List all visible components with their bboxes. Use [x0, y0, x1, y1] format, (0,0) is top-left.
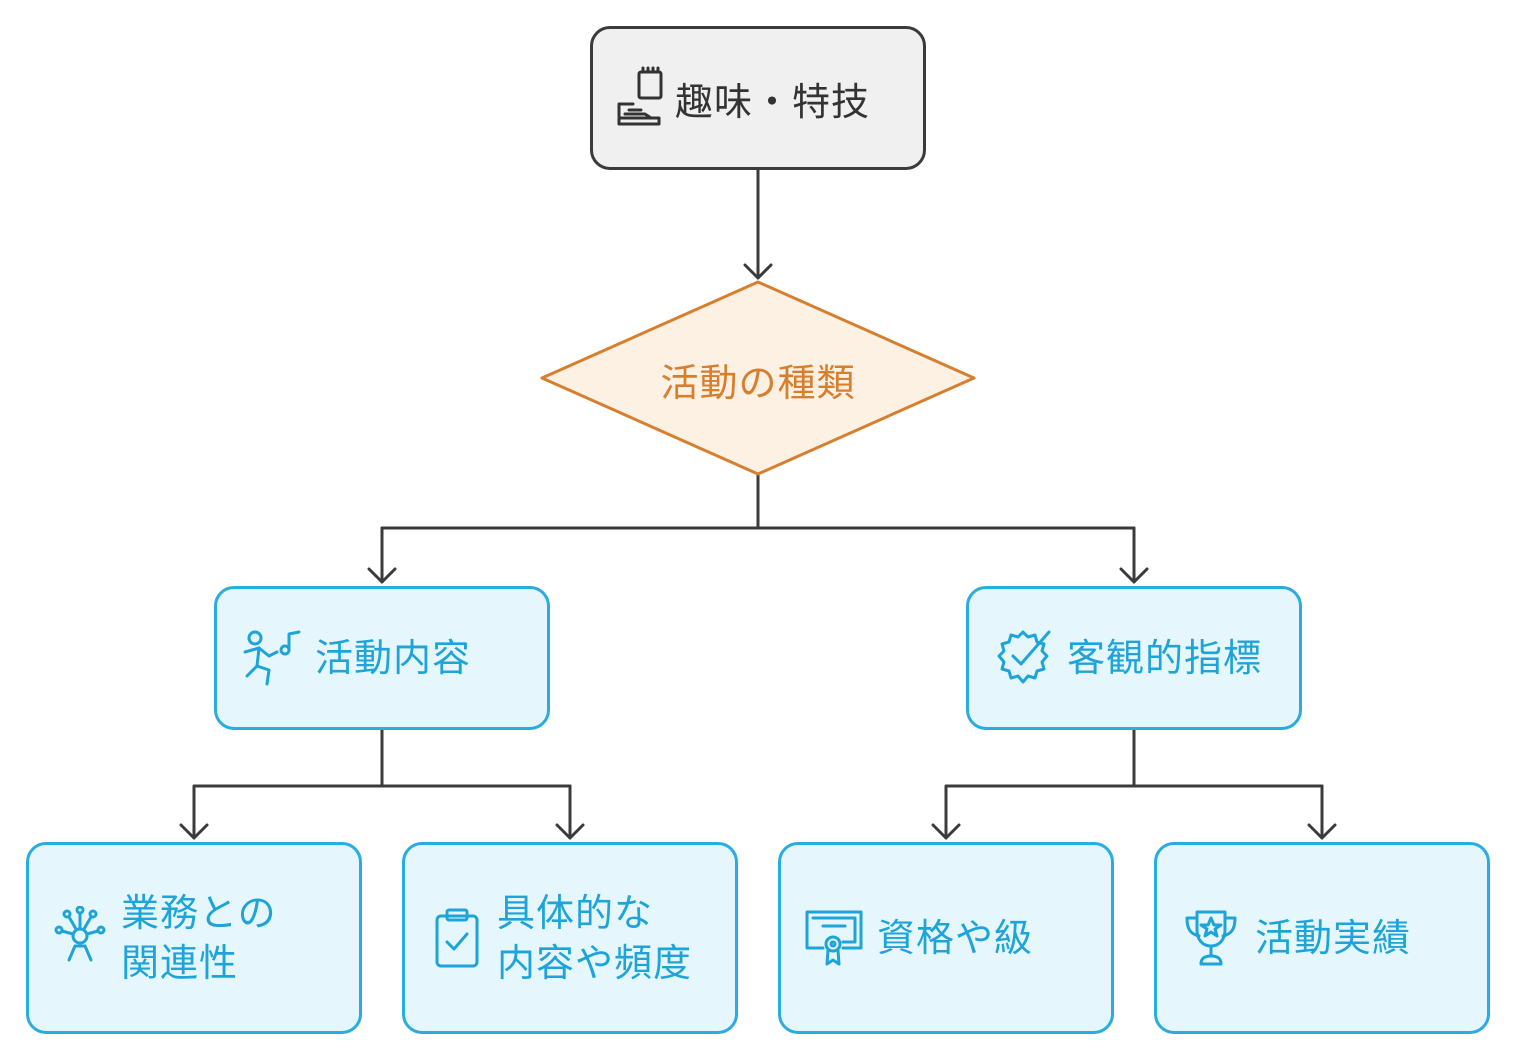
root-node-hobbies: 趣味・特技: [590, 26, 926, 170]
leaf-label: 業務との 関連性: [121, 891, 277, 985]
arrowhead: [1119, 567, 1149, 584]
leaf-node-qualifications: 資格や級: [778, 842, 1114, 1034]
arrowhead: [179, 823, 209, 840]
arrowhead: [555, 823, 585, 840]
category-node-objective-indicators: 客観的指標: [966, 586, 1302, 730]
leaf-label: 資格や級: [877, 916, 1034, 960]
category-label: 客観的指標: [1067, 636, 1263, 680]
decision-label: 活動の種類: [660, 360, 856, 405]
decision-node-activity-type: 活動の種類: [540, 282, 976, 476]
edge-activity-split: [192, 728, 572, 788]
person-network-icon: [54, 906, 106, 962]
gear-check-icon: [997, 630, 1051, 684]
arrowhead: [1307, 823, 1337, 840]
leaf-node-achievements: 活動実績: [1154, 842, 1490, 1034]
hobby-hand-notepad-icon: [617, 66, 663, 126]
clipboard-check-icon: [435, 908, 479, 968]
edge-decision-split: [380, 472, 1136, 530]
category-node-activity-content: 活動内容: [214, 586, 550, 730]
trophy-star-icon: [1185, 910, 1237, 966]
leaf-label: 活動実績: [1255, 916, 1412, 960]
leaf-node-business-relevance: 業務との 関連性: [26, 842, 362, 1034]
decision-diamond: [540, 280, 976, 476]
dancing-music-icon: [243, 630, 301, 686]
leaf-label: 具体的な 内容や頻度: [497, 891, 693, 985]
arrowhead: [743, 263, 773, 280]
arrowhead: [931, 823, 961, 840]
edge-objective-split: [944, 728, 1324, 788]
root-label: 趣味・特技: [675, 79, 871, 124]
arrowhead: [367, 567, 397, 584]
certificate-icon: [805, 910, 863, 966]
category-label: 活動内容: [315, 636, 472, 680]
leaf-node-specific-content: 具体的な 内容や頻度: [402, 842, 738, 1034]
